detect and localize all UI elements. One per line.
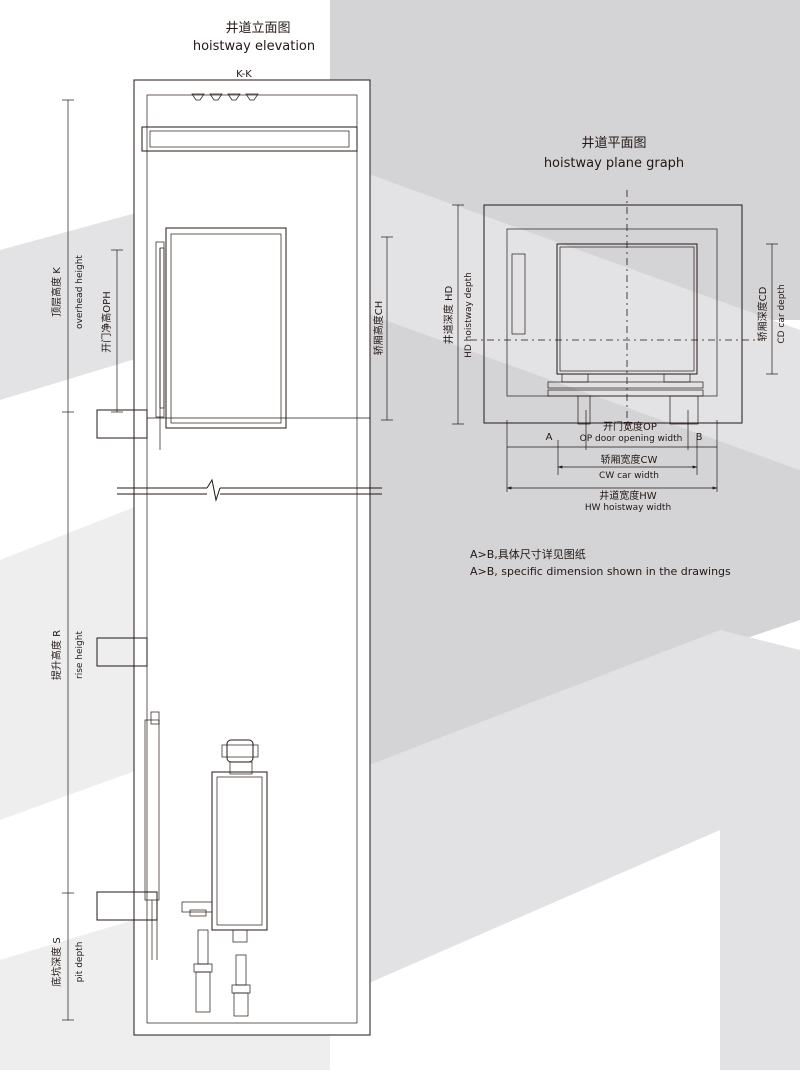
cd-label-cn: 轿厢深度CD xyxy=(756,286,769,341)
note-cn: A>B,具体尺寸详见图纸 xyxy=(470,547,586,561)
note: A>B,具体尺寸详见图纸 A>B, specific dimension sho… xyxy=(470,547,731,578)
op-label-en: OP door opening width xyxy=(580,434,683,444)
plan-view: 井道平面图 hoistway plane graph 井道深度 HD HD ho… xyxy=(442,136,787,513)
ceiling-lights xyxy=(191,93,259,101)
elevator-car xyxy=(155,227,287,450)
door-height-label: 开门净高OPH xyxy=(100,291,113,352)
cw-label-cn: 轿厢宽度CW xyxy=(601,453,658,466)
shaft-outer-wall xyxy=(133,79,371,1036)
hw-label-cn: 井道宽度HW xyxy=(599,489,657,502)
note-en: A>B, specific dimension shown in the dra… xyxy=(470,565,731,578)
hoistway-outer xyxy=(483,204,743,424)
rise-label-cn: 提升高度 R xyxy=(50,630,63,680)
car-height-label: 轿厢高度CH xyxy=(372,301,385,356)
hd-label-cn: 井道深度 HD xyxy=(442,286,455,345)
shaft-inner-wall xyxy=(146,94,358,1024)
pit-label-cn: 底坑深度 S xyxy=(50,937,63,987)
a-label: A xyxy=(546,432,553,443)
band-lower xyxy=(330,630,800,1070)
hw-label-en: HW hoistway width xyxy=(585,503,671,513)
section-label: K-K xyxy=(236,69,252,80)
cw-label-en: CW car width xyxy=(599,471,659,481)
middle-floor-slab xyxy=(96,637,148,667)
elevation-view: 井道立面图 hoistway elevation K-K xyxy=(50,21,393,1036)
cd-label-en: CD car depth xyxy=(777,284,787,343)
rise-label-en: rise height xyxy=(75,631,85,679)
overhead-label-cn: 顶层高度 K xyxy=(50,267,63,317)
elevation-title-en: hoistway elevation xyxy=(193,39,315,54)
hydraulic-jacks xyxy=(193,929,251,1017)
overhead-label-en: overhead height xyxy=(75,255,85,329)
b-label: B xyxy=(696,432,703,443)
plan-title-en: hoistway plane graph xyxy=(544,156,684,171)
hd-label-en: HD hoistway depth xyxy=(464,272,474,358)
break-line xyxy=(117,478,382,502)
elevation-title-cn: 井道立面图 xyxy=(225,21,290,36)
pump-station xyxy=(181,739,268,943)
car-door xyxy=(547,381,704,389)
upper-floor-slab xyxy=(96,409,148,439)
op-label-cn: 开门宽度OP xyxy=(603,420,657,433)
plan-title-cn: 井道平面图 xyxy=(581,136,646,151)
landing-door xyxy=(547,389,704,397)
control-panel xyxy=(511,253,526,335)
top-beam xyxy=(141,126,358,152)
pit-label-en: pit depth xyxy=(75,942,85,983)
